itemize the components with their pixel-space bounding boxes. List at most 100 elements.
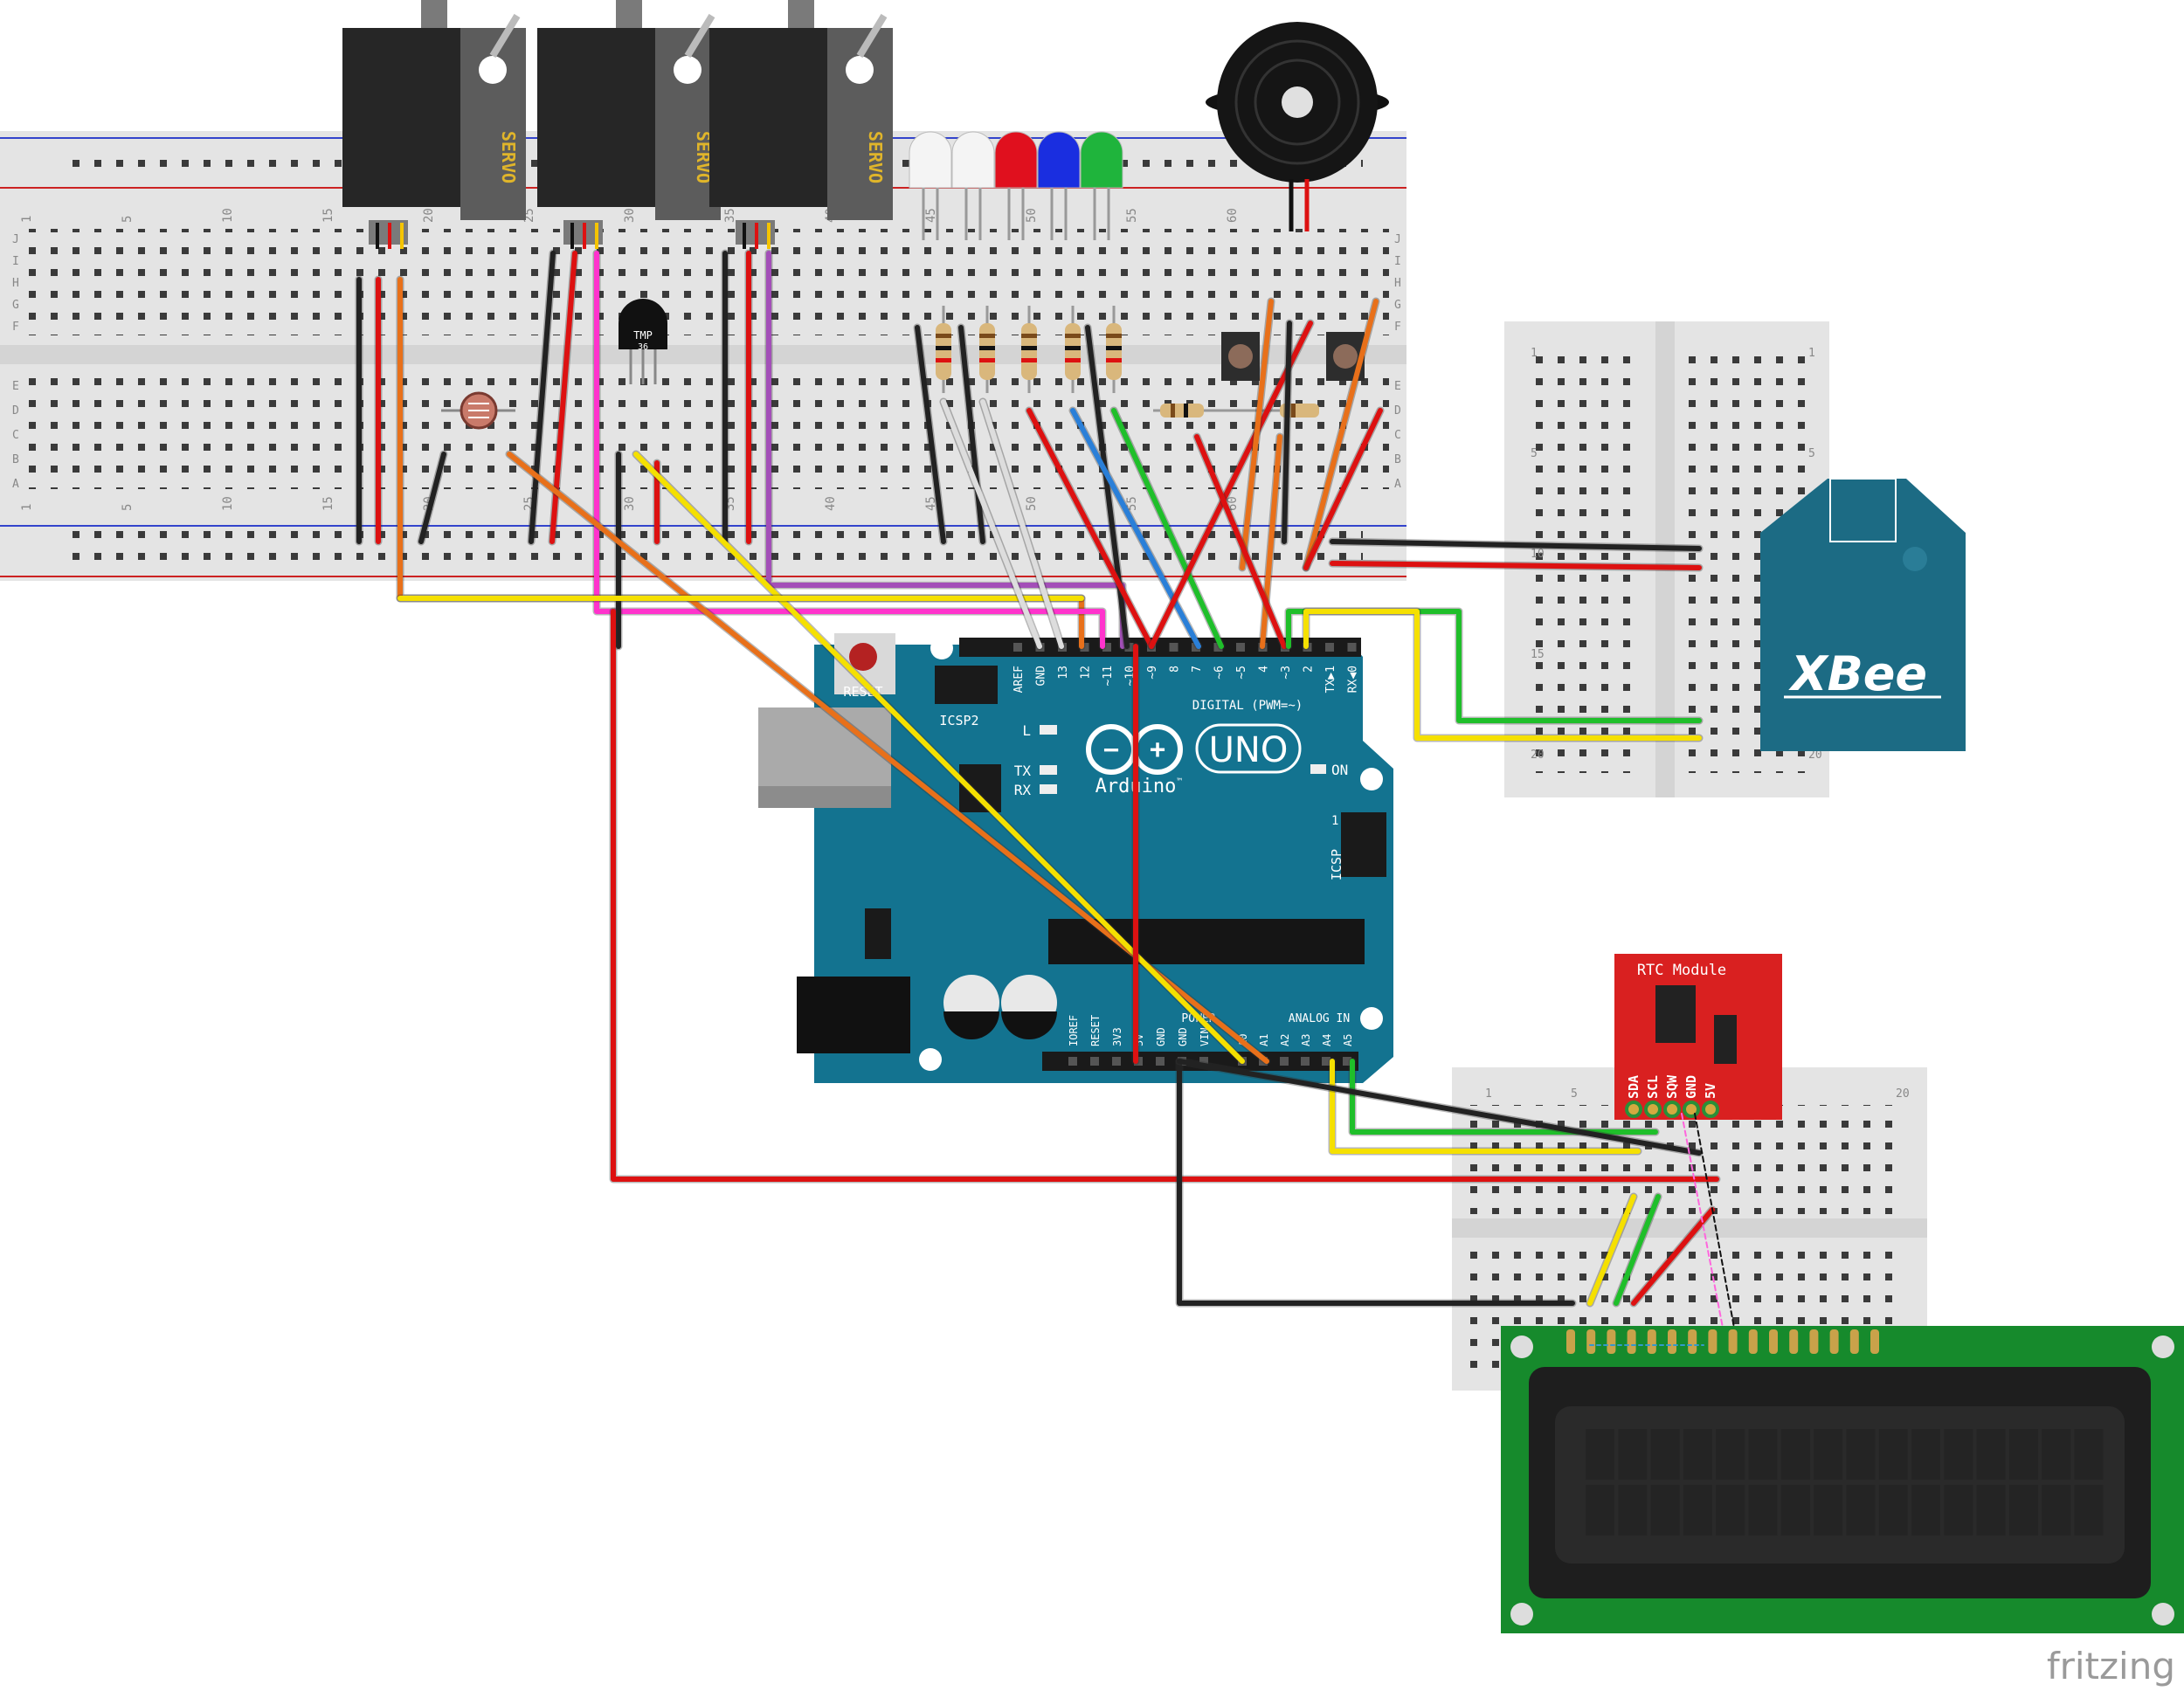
header-pin [1102,643,1111,652]
servo-label: SERVO [865,131,886,183]
servo: SERVO [342,0,526,249]
digital-pin-label: ~6 [1213,666,1227,680]
resistor [1021,306,1037,393]
resistor-body [1065,323,1081,380]
lcd-pin [1809,1329,1819,1354]
row-number: 1 [1531,347,1538,360]
lcd-cell [1911,1485,1940,1536]
lcd-pin [1688,1329,1697,1354]
column-number: 35 [723,208,737,223]
column-number: 45 [924,496,938,511]
digital-pin-label: RX◀0 [1347,666,1360,693]
resistor [979,306,995,393]
lcd-cell [1878,1429,1908,1480]
lcd-pin [1789,1329,1799,1354]
rtc-pin-label: SCL [1645,1075,1661,1099]
led [909,131,952,240]
wire [1111,408,1224,649]
logo-plus: + [1150,735,1165,765]
row-letter: H [12,277,19,290]
servo-horn-mount [788,0,814,28]
resistor-band [979,334,995,338]
row-number: 5 [1808,447,1815,460]
wire [1177,1059,1702,1156]
row-letter: D [1394,404,1401,418]
led [1037,131,1081,240]
wire [418,452,446,544]
ratsnest-line [1681,1113,1724,1329]
servo-horn-mount [421,0,447,28]
header-pin [1343,1057,1351,1066]
header-pin [1169,643,1178,652]
digital-pin-label: GND [1035,666,1048,687]
pushbutton-left [1221,332,1260,381]
wire [1085,325,1130,649]
ratsnest-line [1694,1113,1735,1329]
wire [1303,299,1379,570]
tmp-label-top: TMP [633,329,653,342]
tmp-label-bottom: 36 [638,342,648,352]
lcd-cell [1780,1485,1810,1536]
lcd-pin [1870,1329,1879,1354]
temperature-sensor: TMP 36 [619,299,667,384]
resistor-band [1065,334,1081,338]
resistor-body [936,323,951,380]
led-rx-label: RX [1014,782,1032,798]
led-tx-label: TX [1014,763,1032,779]
resistor-band [936,334,951,338]
digital-pin-label: ~11 [1102,666,1115,686]
header-pin [1112,1057,1121,1066]
header-pin [1322,1057,1330,1066]
rtc-pin-label: 5V [1703,1083,1718,1099]
resistor [1106,306,1122,393]
lcd-cell [1650,1429,1680,1480]
lcd-cell [1944,1429,1973,1480]
header-pin [1280,1057,1289,1066]
digital-pin-label: 7 [1191,666,1204,673]
lcd-display [1501,1326,2184,1633]
digital-pin-label: ~3 [1280,666,1293,680]
row-number: 5 [1531,447,1538,460]
resistor-band [1106,346,1122,350]
rtc-pin [1683,1101,1700,1118]
lcd-cell [1976,1485,2006,1536]
lcd-cell [1780,1429,1810,1480]
power-pin-label: VIN [1199,1027,1211,1046]
wire [1350,1059,1658,1135]
wire [1330,539,1702,551]
trademark: ™ [1177,777,1182,787]
row-letter: E [12,380,19,393]
column-number: 50 [1025,496,1039,511]
lcd-cell [1618,1429,1648,1480]
analog-pin-label: A1 [1258,1034,1270,1046]
header-pin [1080,643,1089,652]
resistor-band [979,358,995,362]
lcd-cell [1911,1429,1940,1480]
column-number: 55 [1125,208,1139,223]
wire [1282,321,1292,544]
wire-group [355,249,1735,1346]
lcd-cell [1976,1429,2006,1480]
wire [1260,434,1282,649]
row-letter: G [1394,299,1401,312]
lcd-cell [2008,1485,2038,1536]
lcd-cell [1683,1429,1712,1480]
arduino-uno: RESET ICSP2 − + UNO Arduino ™ L TX RX ON [758,633,1393,1083]
resistor-band [936,346,951,350]
row-letter: E [1394,380,1401,393]
header-pin [1192,643,1200,652]
digital-pin-label: 8 [1169,666,1182,673]
lcd-pin [1829,1329,1839,1354]
wire [980,399,1064,649]
servo: SERVO [709,0,893,249]
column-number: 5 [1571,1087,1578,1101]
digital-pin-label: 12 [1080,666,1093,680]
resistor-band [1065,346,1081,350]
analog-pin-label: A5 [1342,1034,1354,1046]
analog-pin-label: A3 [1300,1034,1312,1046]
wire [594,251,1105,649]
column-number: 60 [1226,496,1240,511]
